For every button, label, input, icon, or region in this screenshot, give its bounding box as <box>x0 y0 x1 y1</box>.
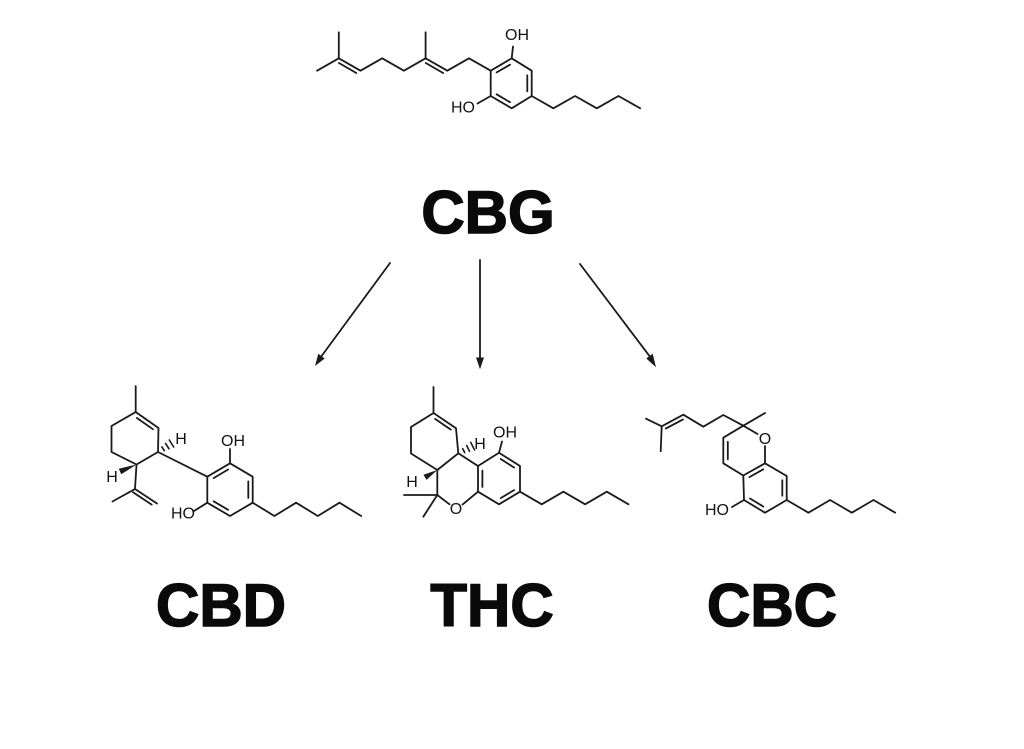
stereo-wedge-bond <box>423 470 438 480</box>
atom-label-oh: OH <box>493 425 517 442</box>
ring-double-bond <box>434 418 452 431</box>
oh-bond <box>510 45 514 60</box>
arrowhead-icon <box>315 353 325 366</box>
cbc-structure: O HO <box>645 412 897 519</box>
arrow-cbg-to-thc <box>476 259 484 370</box>
terminal-methyl-bonds <box>645 417 663 453</box>
cyclohexene-ring <box>410 412 460 471</box>
aromatic-inner-bonds <box>495 63 529 104</box>
atom-label-h: H <box>406 474 418 491</box>
thc-label: THC <box>430 572 555 639</box>
pentyl-chain <box>785 499 897 514</box>
pentyl-chain <box>519 490 630 506</box>
atom-label-oh: OH <box>505 27 529 44</box>
stereo-hash-bond <box>461 441 476 454</box>
ho-bond <box>476 95 492 105</box>
double-bond-line <box>664 418 684 430</box>
geranyl-chain <box>337 57 492 72</box>
arrow-cbg-to-cbd <box>315 262 391 366</box>
cbd-structure: OH HO H H <box>106 385 363 523</box>
stereo-hash-bond <box>161 439 175 452</box>
atom-label-ho: HO <box>171 506 195 523</box>
isopropenyl-group <box>111 463 158 506</box>
cbg-structure: OH HO <box>316 27 642 117</box>
arrowhead-icon <box>646 353 656 368</box>
atom-label-h: H <box>106 469 118 486</box>
gem-methyl-bond <box>742 412 766 427</box>
atom-label-ho: HO <box>451 100 475 117</box>
arrowhead-icon <box>476 357 484 370</box>
cyclohexene-ring <box>110 411 160 466</box>
pyran-ring-bonds <box>722 424 766 477</box>
ho-bond <box>731 499 745 508</box>
methylpentenyl-chain <box>660 413 745 428</box>
atom-label-h: H <box>175 431 187 448</box>
ring-double-bond <box>136 417 154 431</box>
atom-label-ho: HO <box>705 502 729 519</box>
atom-label-o: O <box>759 431 771 448</box>
atom-label-oh: OH <box>221 433 245 450</box>
benzene-ring <box>477 451 521 506</box>
aromatic-inner-bonds <box>212 468 250 511</box>
pyran-ring-bonds <box>436 452 479 506</box>
cbd-label: CBD <box>155 572 287 639</box>
pentyl-chain <box>530 95 642 110</box>
gem-dimethyl-bonds <box>403 494 439 518</box>
double-bond-lines <box>338 62 444 74</box>
oh-bond <box>498 440 503 454</box>
atom-label-o: O <box>450 501 462 518</box>
pentyl-chain <box>251 501 363 517</box>
arrow-line <box>320 262 391 357</box>
cbc-label: CBC <box>706 572 838 639</box>
arrow-line <box>579 263 651 357</box>
benzene-ring <box>489 57 533 110</box>
stereo-wedge-bond <box>118 464 137 475</box>
methyl-bonds <box>316 31 427 72</box>
cbg-label: CBG <box>421 179 556 246</box>
ho-bond <box>193 501 209 512</box>
aromatic-inner-bonds <box>481 458 515 499</box>
atom-label-h: H <box>474 436 486 453</box>
arrow-cbg-to-cbc <box>579 263 656 368</box>
aromatic-inner-bonds <box>748 468 784 508</box>
biaryl-bond <box>157 451 209 478</box>
benzene-ring <box>206 462 254 517</box>
thc-structure: OH O H H <box>403 386 630 518</box>
benzene-ring <box>742 462 788 514</box>
